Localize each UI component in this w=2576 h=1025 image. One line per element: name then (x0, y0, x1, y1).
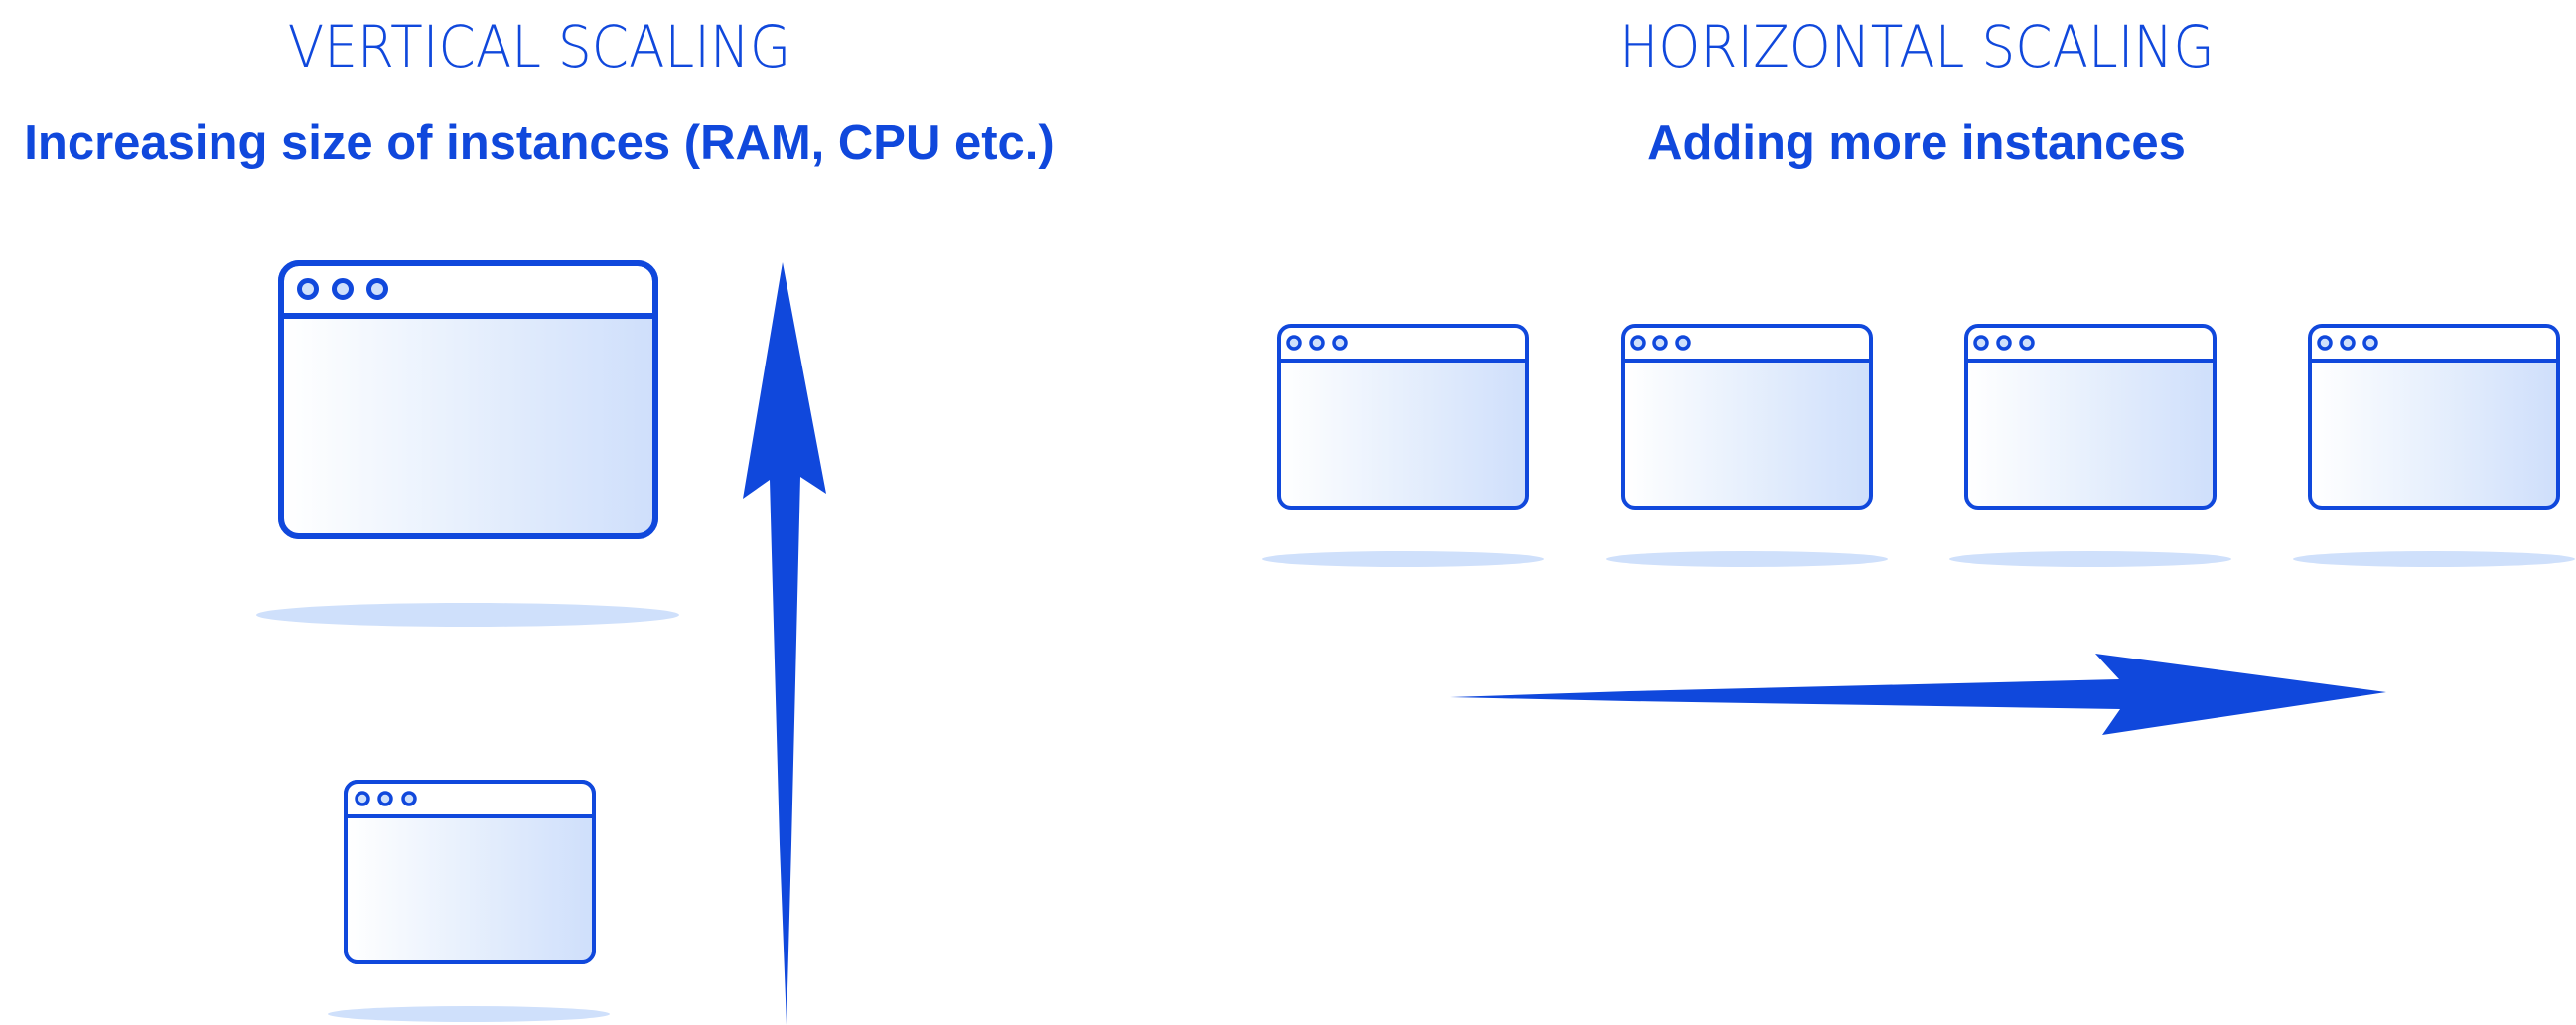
instance-window-4-icon (2293, 324, 2575, 567)
vertical-scaling-title: VERTICAL SCALING (287, 13, 791, 80)
horizontal-scaling-subtitle: Adding more instances (1647, 116, 2186, 170)
instance-window-3-icon (1949, 324, 2231, 567)
arrow-up-icon (743, 262, 826, 1025)
shadow-ellipse (256, 603, 679, 627)
small-instance-window-icon (328, 780, 610, 1022)
window-control-dots-icon (355, 791, 417, 806)
instance-window-2-icon (1606, 324, 1888, 567)
instance-window-1-icon (1262, 324, 1544, 567)
window-control-dots-icon (297, 278, 388, 300)
horizontal-scaling-title: HORIZONTAL SCALING (1619, 13, 2215, 80)
vertical-scaling-subtitle: Increasing size of instances (RAM, CPU e… (24, 116, 1055, 170)
large-instance-window-icon (256, 260, 679, 627)
arrow-right-icon (1450, 654, 2386, 735)
shadow-ellipse (328, 1006, 610, 1022)
